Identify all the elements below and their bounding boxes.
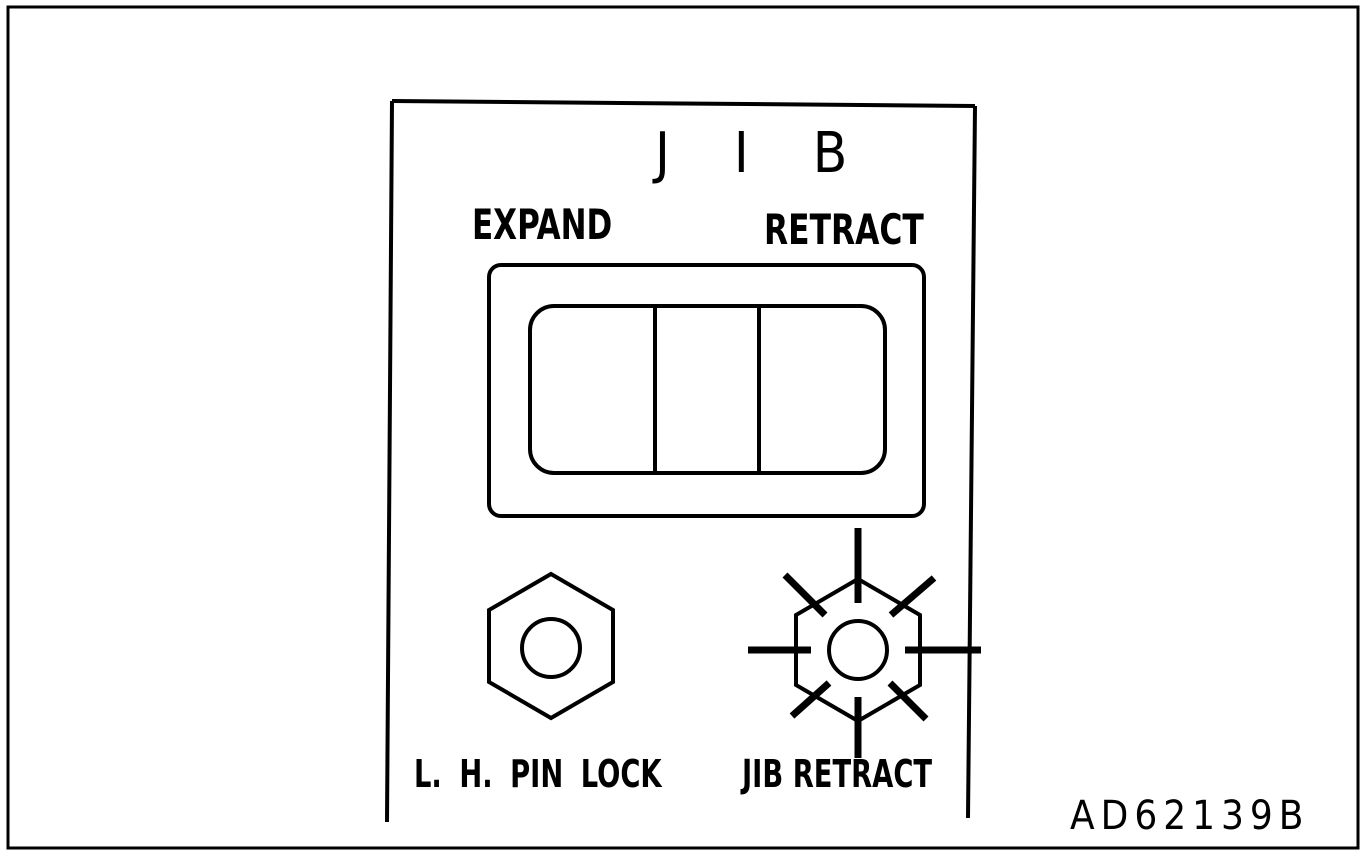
pin-lock-lamp-hex xyxy=(487,571,615,721)
panel-title: J I B xyxy=(655,121,872,186)
pin-lock-lamp-label: L. H. PIN LOCK xyxy=(414,752,662,796)
jib-panel xyxy=(385,99,977,823)
pin-lock-lamp-lens xyxy=(520,617,582,679)
jib-retract-lamp xyxy=(748,528,981,758)
panel-right-edge xyxy=(966,105,977,819)
lamp-lit-rays-icon xyxy=(748,528,981,758)
panel-top-edge xyxy=(391,99,976,108)
jib-retract-lamp-label: JIB RETRACT xyxy=(742,752,933,796)
panel-left-edge xyxy=(385,100,394,823)
jib-retract-lamp-lens xyxy=(827,619,889,681)
figure-code: AD62139B xyxy=(1070,793,1310,839)
switch-retract-label: RETRACT xyxy=(764,205,924,254)
switch-bezel xyxy=(487,263,926,518)
pin-lock-lamp xyxy=(487,571,615,721)
outer-frame xyxy=(6,5,1360,850)
switch-rocker[interactable] xyxy=(528,304,887,475)
switch-expand-label: EXPAND xyxy=(472,200,613,249)
rocker-switch[interactable] xyxy=(487,263,926,518)
